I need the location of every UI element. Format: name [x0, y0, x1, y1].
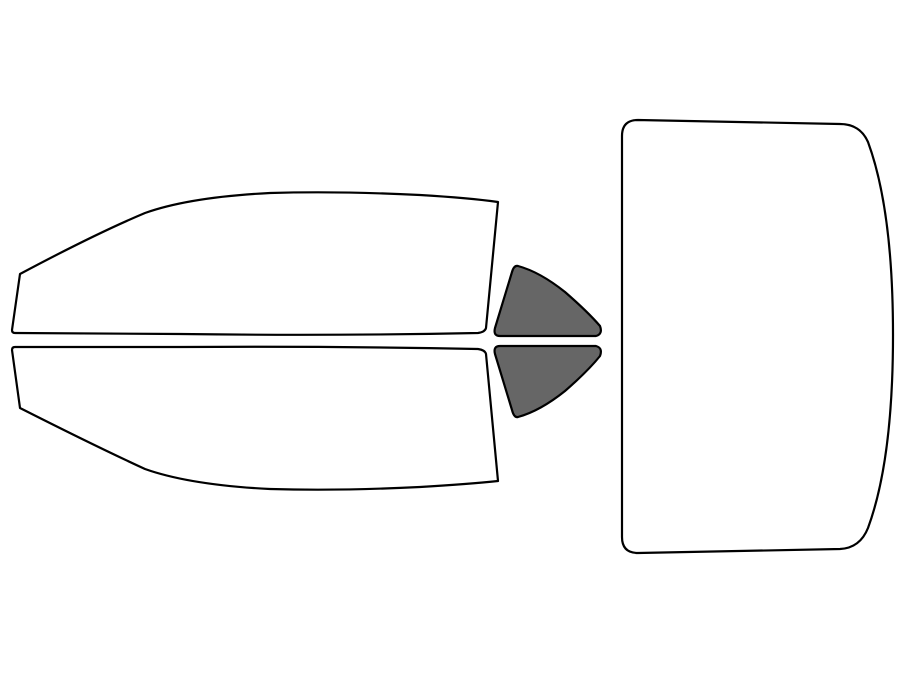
front-window-upper[interactable]: [10, 191, 500, 336]
quarter-glass-upper[interactable]: [493, 264, 602, 338]
rear-windshield[interactable]: [620, 118, 895, 555]
quarter-glass-lower[interactable]: [493, 344, 602, 419]
front-window-lower[interactable]: [10, 345, 500, 491]
